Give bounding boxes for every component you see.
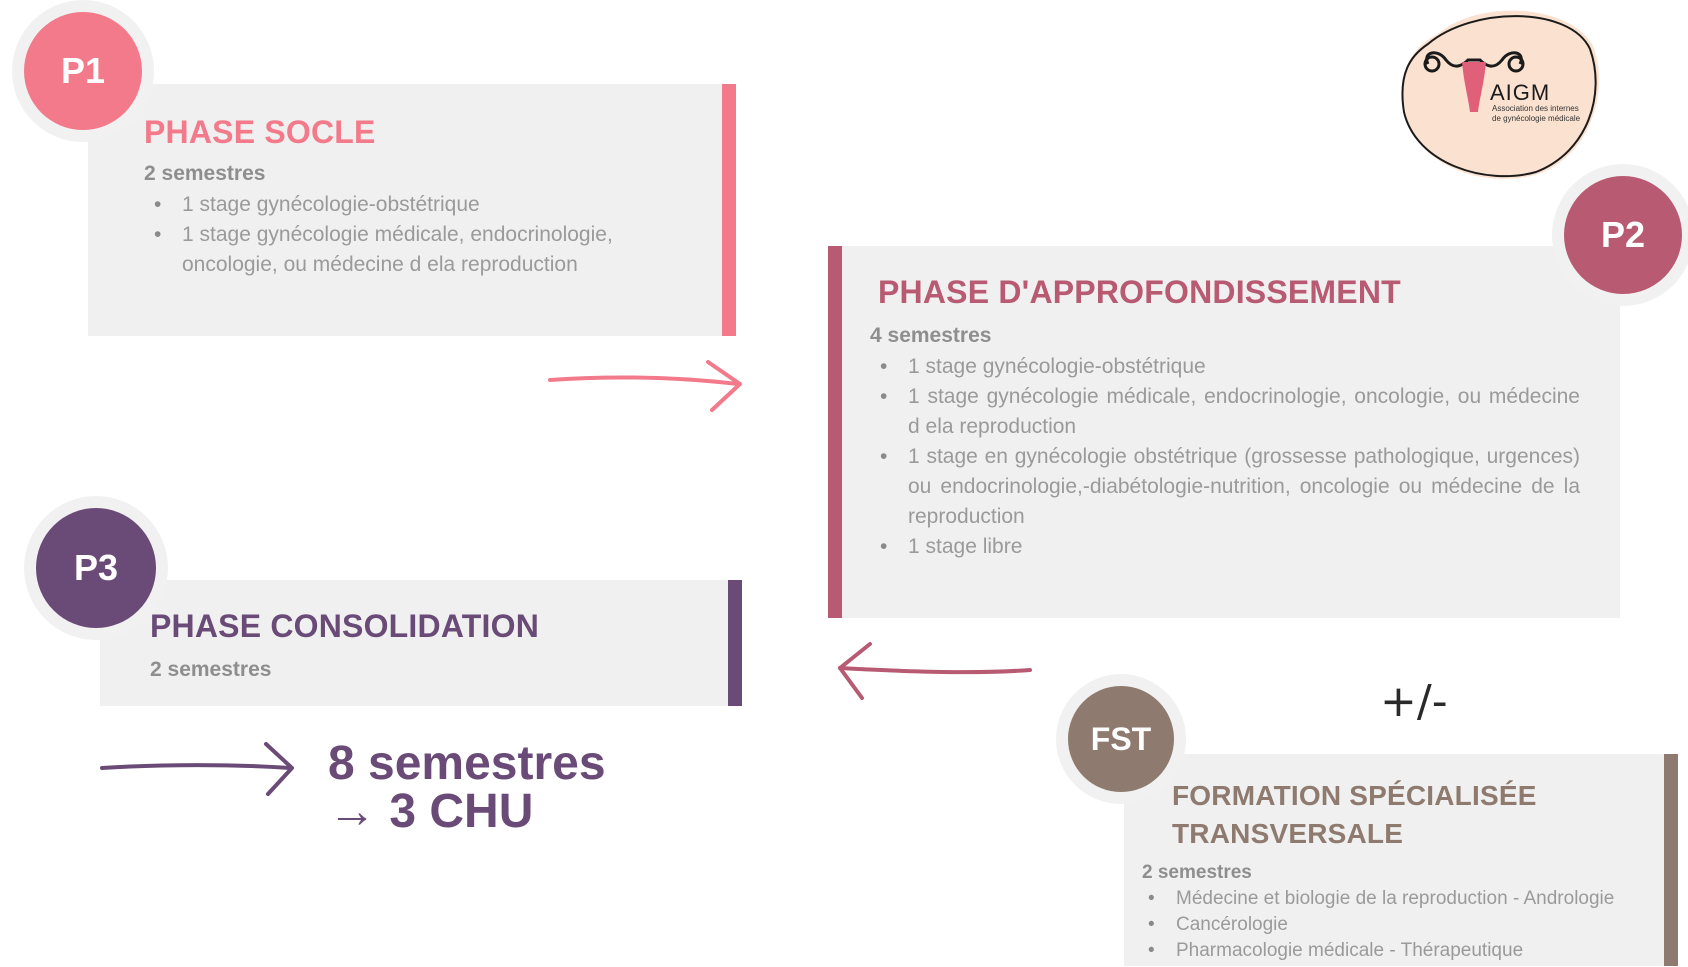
fst-badge: FST <box>1068 686 1174 792</box>
aigm-logo: AIGM Association des internes de gynécol… <box>1398 4 1602 184</box>
phase-consolidation-semesters: 2 semestres <box>150 658 272 681</box>
list-item: Pharmacologie médicale - Thérapeutique <box>1142 938 1662 964</box>
p3-badge: P3 <box>36 508 156 628</box>
phase-socle-card: PHASE SOCLE 2 semestres 1 stage gynécolo… <box>88 84 736 336</box>
fst-list: Médecine et biologie de la reproduction … <box>1142 886 1662 964</box>
list-item: 1 stage gynécologie-obstétrique <box>148 190 708 220</box>
arrow-p1-to-p2 <box>548 360 742 412</box>
arrow-p2-to-p3 <box>838 642 1032 700</box>
fst-title-line2: TRANSVERSALE <box>1172 818 1404 849</box>
phase-approfondissement-card: PHASE D'APPROFONDISSEMENT 4 semestres 1 … <box>828 246 1620 618</box>
list-item: 1 stage libre <box>874 532 1580 562</box>
list-item: Cancérologie <box>1142 912 1662 938</box>
arrow-to-total <box>100 742 294 796</box>
logo-subtitle-1: Association des internes <box>1492 104 1579 113</box>
phase-approfondissement-title: PHASE D'APPROFONDISSEMENT <box>878 274 1401 310</box>
total-semesters: 8 semestres <box>328 737 606 790</box>
uterus-icon <box>1423 51 1525 112</box>
phase-socle-accent-bar <box>722 84 736 336</box>
phase-consolidation-title: PHASE CONSOLIDATION <box>150 608 540 644</box>
fst-semesters: 2 semestres <box>1142 862 1252 883</box>
phase-approfondissement-semesters: 4 semestres <box>870 324 992 347</box>
logo-blob <box>1401 10 1600 179</box>
phase-consolidation-accent-bar <box>728 580 742 706</box>
p2-badge: P2 <box>1564 176 1682 294</box>
list-item: 1 stage gynécologie médicale, endocrinol… <box>874 382 1580 442</box>
list-item: 1 stage gynécologie médicale, endocrinol… <box>148 220 708 280</box>
list-item: 1 stage en gynécologie obstétrique (gros… <box>874 442 1580 532</box>
phase-approfondissement-accent-bar <box>828 246 842 618</box>
phase-socle-title: PHASE SOCLE <box>144 114 376 150</box>
logo-subtitle-2: de gynécologie médicale <box>1492 114 1581 123</box>
p1-badge: P1 <box>24 12 142 130</box>
total-chu: → 3 CHU <box>328 785 534 838</box>
plus-minus-label: +/- <box>1380 676 1448 727</box>
fst-title-line1: FORMATION SPÉCIALISÉE <box>1172 780 1537 811</box>
phase-socle-semesters: 2 semestres <box>144 162 266 185</box>
fst-accent-bar <box>1664 754 1678 966</box>
fst-card: FORMATION SPÉCIALISÉE TRANSVERSALE 2 sem… <box>1124 754 1678 966</box>
logo-text: AIGM <box>1490 80 1551 105</box>
list-item: Médecine et biologie de la reproduction … <box>1142 886 1662 912</box>
phase-socle-list: 1 stage gynécologie-obstétrique 1 stage … <box>148 190 708 280</box>
phase-approfondissement-list: 1 stage gynécologie-obstétrique 1 stage … <box>874 352 1580 562</box>
phase-consolidation-card: PHASE CONSOLIDATION 2 semestres <box>100 580 742 706</box>
list-item: 1 stage gynécologie-obstétrique <box>874 352 1580 382</box>
